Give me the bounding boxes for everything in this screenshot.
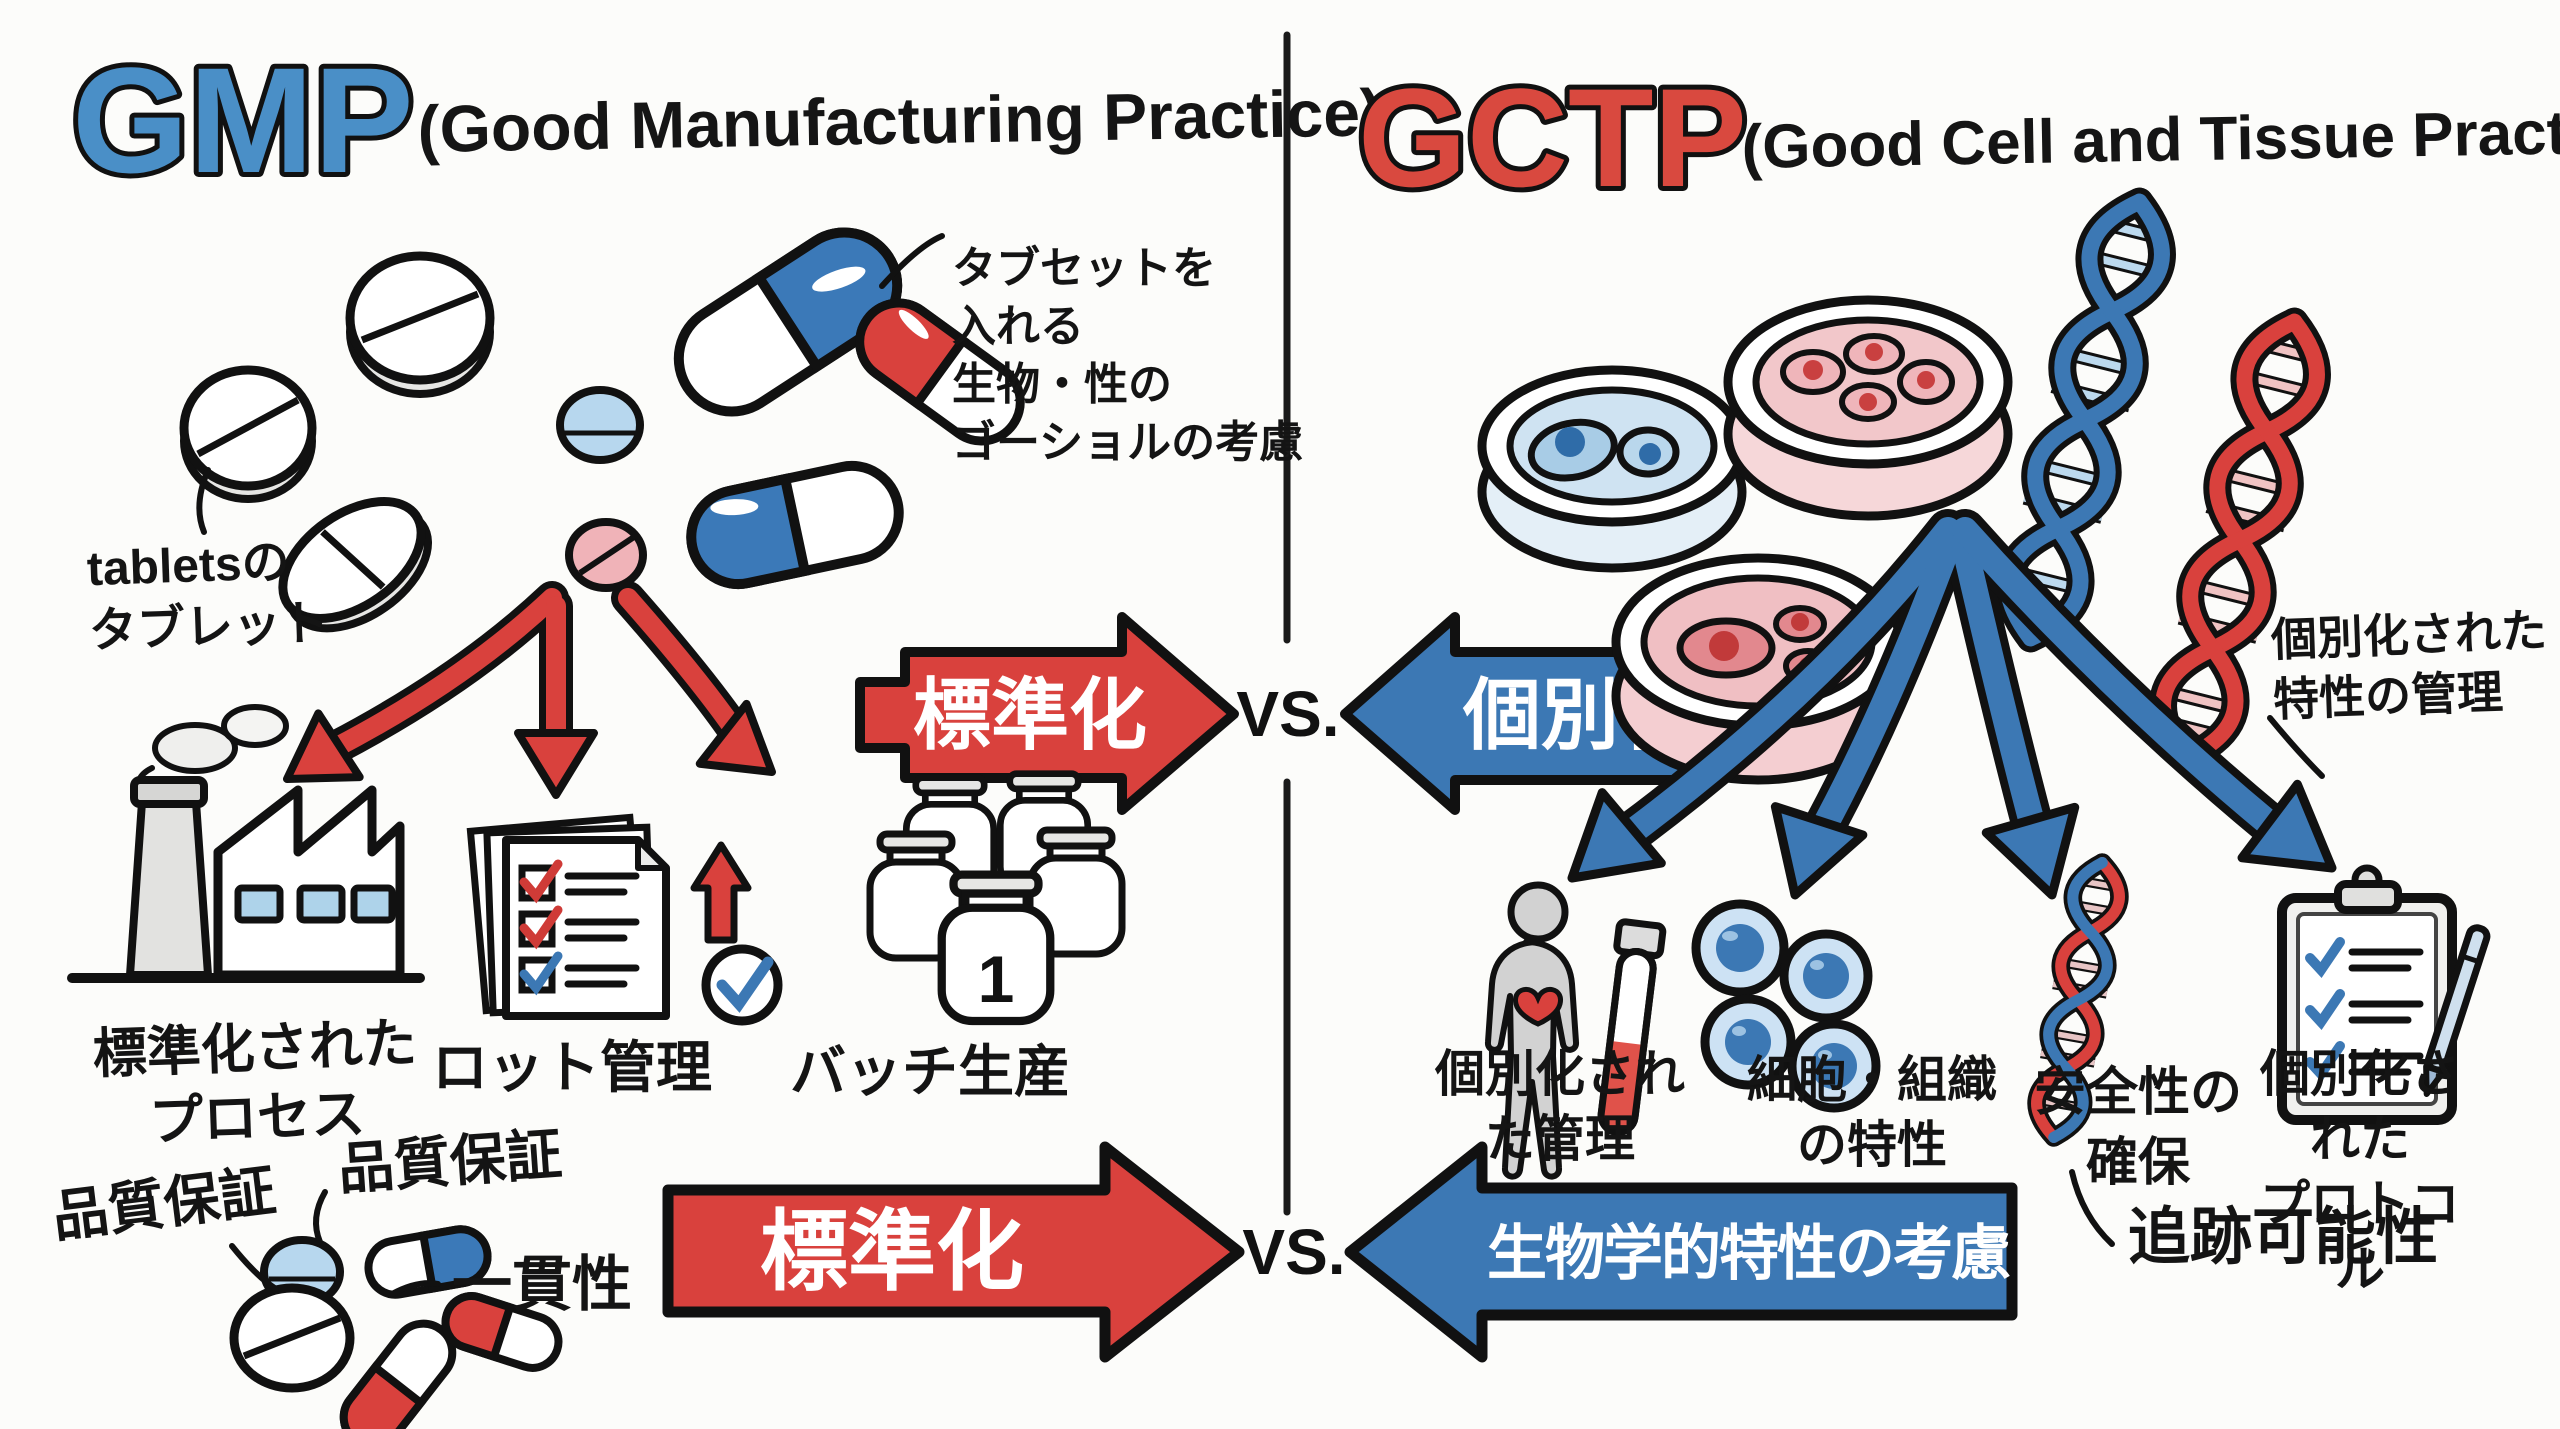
right-connector-lines <box>2069 715 2325 1247</box>
note-connector-line <box>196 233 945 535</box>
test-tube-icon <box>1597 918 1667 1136</box>
person-icon <box>1485 881 1579 1180</box>
cells-icon <box>1691 899 1881 1113</box>
standardization-arrow-label: 標準化 <box>913 671 1147 759</box>
vs-bottom-label: VS. <box>1242 1216 1345 1288</box>
standardization-arrow <box>855 612 1239 815</box>
protocol-label: 個別化された プロトコル <box>2260 1046 2460 1297</box>
batch-label: バッチ生産 <box>790 1040 1070 1103</box>
standardization-bottom-arrow <box>662 1141 1245 1363</box>
dna-small-icon <box>2027 853 2129 1147</box>
gctp-title: GCTP <box>1358 59 1747 216</box>
gctp-title-full: (Good Cell and Tissue Practice) <box>1741 97 2560 182</box>
safety-label: 安全性の 確保 <box>2033 1064 2243 1193</box>
pills-icon <box>179 227 1025 633</box>
biological-traits-label: 生物学的特性の考慮 <box>1487 1220 2010 1287</box>
management-label: 個別化され た管理 <box>1435 1046 1685 1167</box>
consistency-label: 一貫性 <box>452 1251 632 1318</box>
standardization-bottom-label: 標準化 <box>760 1202 1024 1301</box>
traceability-label: 追跡可能性 <box>2128 1203 2439 1272</box>
lot-label: ロット管理 <box>432 1036 712 1099</box>
cells-label: 細胞・組織 の特性 <box>1747 1052 1997 1173</box>
jar-number-label: 1 <box>978 942 1015 1016</box>
checklist-icon <box>466 813 783 1026</box>
qa-label-2: 品質保証 <box>336 1122 564 1201</box>
gmp-title: GMP <box>72 36 414 204</box>
jars-icon: 1 <box>866 770 1126 1026</box>
pills-note: タブセットを 入れる 生物・性の ゴーショルの考慮 <box>952 244 1304 468</box>
gctp-fan-arrows <box>1567 509 2337 900</box>
traits-note: 個別化された 特性の管理 <box>2270 604 2548 726</box>
gmp-fan-arrows <box>283 581 776 799</box>
tablets-label: tabletsの タブレット <box>86 536 330 659</box>
petri-dish-icons <box>1477 295 2013 785</box>
vs-top-label: VS. <box>1236 678 1339 750</box>
biological-traits-arrow <box>1344 1141 2018 1363</box>
up-arrow-icon <box>690 841 752 944</box>
gmp-title-full: (Good Manufacturing Practice) <box>417 75 1383 166</box>
clipboard-icon <box>2277 864 2491 1125</box>
factory-icon <box>67 704 425 983</box>
dna-blue-icon <box>1994 187 2176 653</box>
pen-icon <box>2423 924 2491 1097</box>
qa-pills-icon <box>229 1189 563 1429</box>
